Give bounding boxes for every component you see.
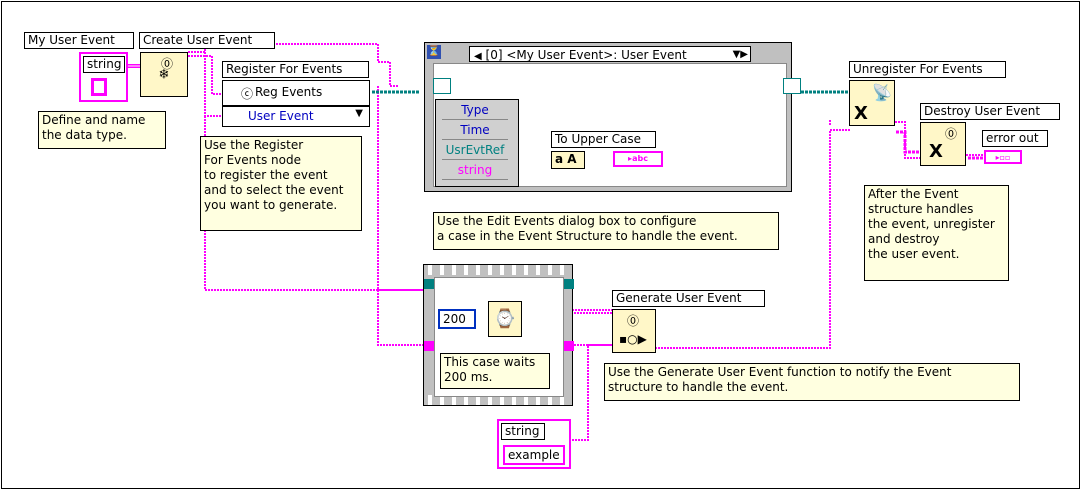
event-field-type: Type bbox=[442, 100, 508, 120]
prev-arrow-icon: ◀ bbox=[474, 51, 482, 62]
string-indicator[interactable]: ▸abc bbox=[613, 151, 663, 167]
destroy-user-event-label: Destroy User Event bbox=[920, 103, 1060, 120]
tunnel-left-string bbox=[424, 341, 434, 351]
event-case-text: [0] <My User Event>: User Event bbox=[485, 48, 687, 62]
user-event-dropdown-label: User Event bbox=[248, 109, 314, 123]
my-user-event-cluster[interactable]: string bbox=[79, 52, 128, 102]
tunnel-right-refnum bbox=[564, 279, 574, 289]
note-generate: Use the Generate User Event function to … bbox=[604, 363, 1020, 401]
generate-user-event-node[interactable]: ⓪ ▪○▶ bbox=[612, 309, 656, 353]
string-constant-icon bbox=[91, 78, 107, 96]
wire-refnum-reg bbox=[188, 55, 222, 95]
event-structure[interactable]: ⏳ ◀ [0] <My User Event>: User Event ▼▶ T… bbox=[424, 42, 801, 192]
user-event-dropdown[interactable]: User Event ▼ bbox=[222, 106, 370, 127]
upper-case-icon: a A bbox=[555, 152, 577, 166]
sequence-frame[interactable]: 200 ⌚ This case waits 200 ms. bbox=[423, 264, 574, 406]
watch-icon: ⌚ bbox=[493, 308, 517, 330]
event-icon: ⓪ bbox=[945, 127, 958, 141]
note-register: Use the Register For Events node to regi… bbox=[200, 136, 362, 231]
note-define-type: Define and name the data type. bbox=[38, 111, 166, 149]
film-strip-bottom bbox=[424, 395, 572, 405]
tunnel-left-refnum bbox=[424, 279, 434, 289]
error-out-indicator[interactable]: ▸▫▫ bbox=[984, 150, 1022, 164]
my-user-event-label: My User Event bbox=[24, 32, 134, 49]
string-example-label: string bbox=[501, 423, 545, 440]
string-example-cluster[interactable]: string example bbox=[497, 419, 571, 469]
unregister-for-events-label: Unregister For Events bbox=[849, 61, 1006, 78]
reg-events-text: Reg Events bbox=[255, 85, 323, 99]
note-edit-events: Use the Edit Events dialog box to config… bbox=[433, 212, 779, 250]
hourglass-icon: ⏳ bbox=[427, 45, 441, 59]
event-icon: ⓪ bbox=[161, 57, 174, 71]
note-after: After the Event structure handles the ev… bbox=[864, 185, 1009, 281]
x-icon: X bbox=[854, 103, 868, 124]
to-upper-case-label: To Upper Case bbox=[551, 131, 656, 148]
tunnel-right-string bbox=[564, 341, 574, 351]
create-user-event-label: Create User Event bbox=[139, 32, 275, 49]
create-user-event-node[interactable]: ❄ ⓪ bbox=[140, 52, 188, 97]
register-for-events-label: Register For Events bbox=[222, 61, 369, 78]
film-strip-top bbox=[424, 265, 572, 275]
event-reg-output-icon bbox=[783, 78, 801, 94]
error-out-label: error out bbox=[982, 130, 1048, 147]
to-upper-case-node[interactable]: a A bbox=[551, 151, 585, 169]
x-icon: X bbox=[929, 141, 943, 162]
chevron-down-icon: ▼ bbox=[355, 108, 363, 119]
note-wait: This case waits 200 ms. bbox=[440, 353, 550, 389]
wire-refnum-down bbox=[377, 86, 430, 346]
reg-events-icon: ⓒ bbox=[241, 87, 254, 101]
event-field-usrevtref: UsrEvtRef bbox=[442, 140, 508, 160]
event-reg-input-icon bbox=[433, 78, 451, 94]
next-arrow-icon: ▼▶ bbox=[732, 49, 748, 60]
wire-to-unregister bbox=[655, 129, 850, 349]
destroy-user-event-node[interactable]: X ⓪ bbox=[920, 122, 966, 166]
event-field-string: string bbox=[442, 160, 508, 180]
wait-ms-node[interactable]: ⌚ bbox=[488, 301, 522, 337]
event-icon: ⓪ bbox=[627, 314, 640, 328]
create-event-icon: ❄ bbox=[158, 67, 170, 82]
generate-user-event-label: Generate User Event bbox=[612, 290, 765, 307]
satellite-icon: 📡 bbox=[872, 83, 892, 102]
event-field-time: Time bbox=[442, 120, 508, 140]
register-for-events-node[interactable]: ⓒ Reg Events bbox=[222, 80, 370, 106]
my-user-event-type-label: string bbox=[83, 56, 125, 73]
event-case-selector[interactable]: ◀ [0] <My User Event>: User Event ▼▶ bbox=[469, 46, 751, 62]
string-example-value[interactable]: example bbox=[503, 445, 565, 465]
generate-arrow-icon: ▪○▶ bbox=[619, 332, 647, 346]
unregister-for-events-node[interactable]: X 📡 bbox=[849, 80, 895, 126]
wire-refnum-top bbox=[188, 43, 398, 87]
wait-ms-constant[interactable]: 200 bbox=[438, 309, 476, 329]
event-data-node: Type Time UsrEvtRef string bbox=[435, 99, 519, 187]
wire-refnum-userevent bbox=[204, 52, 222, 117]
